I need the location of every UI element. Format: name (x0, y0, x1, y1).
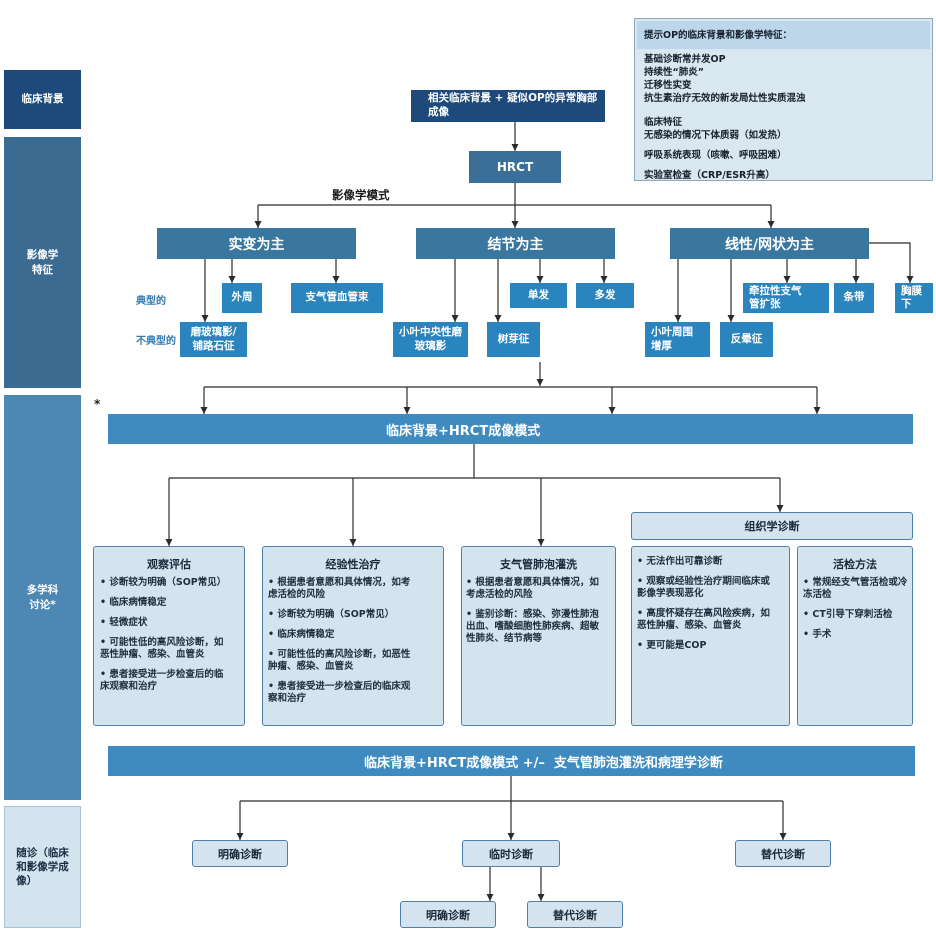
hint-line: 迁移性实变 (644, 80, 692, 91)
list-item: 患者接受进一步检查后的临床观察和治疗 (100, 669, 228, 693)
hint-line: 抗生素治疗无效的新发局灶性实质混浊 (644, 93, 806, 104)
start-node: 相关临床背景 + 疑似OP的异常胸部 成像 (411, 90, 605, 122)
biopsy-methods-title: 活检方法 (833, 558, 877, 571)
histology-criteria-panel: 无法作出可靠诊断 观察或经验性治疗期间临床或影像学表现恶化 高度怀疑存在高风险疾… (631, 546, 790, 726)
list-item: 观察或经验性治疗期间临床或影像学表现恶化 (637, 576, 779, 600)
connector-final-branch (240, 776, 783, 802)
list-item: 临床病情稳定 (100, 597, 228, 609)
hint-clinical-heading: 临床特征 (644, 117, 683, 128)
finding-bands: 条带 (834, 283, 874, 313)
list-item: 更可能是COP (637, 640, 779, 652)
section-label-follow-up: 随诊（临床 和影像学成 像） (4, 806, 81, 928)
list-item: CT引导下穿刺活检 (803, 609, 911, 621)
finding-single: 单发 (510, 283, 567, 308)
list-item: 轻微症状 (100, 617, 228, 629)
biopsy-methods-list: 常规经支气管活检或冷冻活检 CT引导下穿刺活检 手术 (798, 577, 912, 641)
connector-to-subpleural (869, 242, 914, 283)
list-item: 手术 (803, 629, 911, 641)
hint-line: 持续性“肺炎” (644, 67, 704, 78)
list-item: 可能性低的高风险诊断，如恶性肿瘤、感染、血管炎 (100, 637, 228, 661)
finding-tree-in-bud: 树芽征 (487, 322, 540, 357)
hint-clinical-line: 呼吸系统表现（咳嗽、呼吸困难） (644, 150, 787, 161)
list-item: 可能性低的高风险诊断，如恶性肿瘤、感染、血管炎 (268, 649, 417, 673)
imaging-pattern-label: 影像学模式 (332, 188, 390, 202)
empiric-treatment-panel: 经验性治疗 根据患者意愿和具体情况，如考虑活检的风险 诊断较为明确（SOP常见）… (262, 546, 444, 726)
list-item: 临床病情稳定 (268, 629, 417, 641)
hint-box-body: 基础诊断常并发OP 持续性“肺炎” 迁移性实变 抗生素治疗无效的新发局灶性实质混… (635, 49, 932, 182)
connector-bar-branch (169, 444, 780, 479)
outcome-provisional-to-definite: 明确诊断 (400, 901, 496, 928)
outcome-provisional-to-alternative: 替代诊断 (527, 901, 623, 928)
typical-label: 典型的 (136, 296, 166, 307)
finding-subpleural: 胸膜 下 (895, 283, 933, 313)
op-hint-box: 提示OP的临床背景和影像学特征： 基础诊断常并发OP 持续性“肺炎” 迁移性实变… (634, 18, 933, 181)
finding-ggo-crazy-paving: 磨玻璃影/ 铺路石征 (180, 322, 247, 357)
mdd-asterisk: * (94, 397, 101, 411)
bal-list: 根据患者意愿和具体情况，如考虑活检的风险 鉴别诊断：感染、弥漫性肺泡出血、嗜酸细… (462, 577, 615, 645)
hint-box-title: 提示OP的临床背景和影像学特征： (637, 21, 930, 49)
list-item: 诊断较为明确（SOP常见） (100, 577, 228, 589)
section-label-clinical-context: 临床背景 (4, 70, 81, 129)
section-label-imaging-features: 影像学 特征 (4, 137, 81, 388)
empiric-treatment-list: 根据患者意愿和具体情况，如考虑活检的风险 诊断较为明确（SOP常见） 临床病情稳… (263, 577, 443, 705)
finding-peripheral: 外周 (222, 283, 262, 313)
final-diagnosis-bar: 临床背景+HRCT成像模式 +/– 支气管肺泡灌洗和病理学诊断 (108, 746, 915, 776)
finding-centrilobular-ggo: 小叶中央性磨 玻璃影 (393, 322, 468, 357)
hint-clinical-line: 无感染的情况下体质弱（如发热） (644, 130, 787, 141)
biopsy-methods-panel: 活检方法 常规经支气管活检或冷冻活检 CT引导下穿刺活检 手术 (797, 546, 913, 726)
hrct-node: HRCT (469, 151, 561, 183)
bal-title: 支气管肺泡灌洗 (500, 558, 577, 571)
list-item: 根据患者意愿和具体情况，如考虑活检的风险 (268, 577, 417, 601)
outcome-alternative: 替代诊断 (735, 840, 831, 867)
list-item: 常规经支气管活检或冷冻活检 (803, 577, 911, 601)
pattern-linear-reticular: 线性/网状为主 (670, 228, 869, 259)
finding-reversed-halo: 反晕征 (720, 322, 773, 357)
list-item: 根据患者意愿和具体情况，如考虑活检的风险 (466, 577, 605, 601)
list-item: 鉴别诊断：感染、弥漫性肺泡出血、嗜酸细胞性肺疾病、超敏性肺炎、结节病等 (466, 609, 605, 645)
outcome-provisional: 临时诊断 (462, 840, 560, 867)
pattern-nodular: 结节为主 (416, 228, 615, 259)
outcome-definite: 明确诊断 (192, 840, 288, 867)
finding-multiple: 多发 (576, 283, 634, 308)
pattern-consolidation: 实变为主 (157, 228, 356, 259)
list-item: 诊断较为明确（SOP常见） (268, 609, 417, 621)
finding-perilobular-thickening: 小叶周围 增厚 (645, 322, 710, 357)
hint-clinical-line: 实验室检查（CRP/ESR升高） (644, 170, 775, 181)
finding-bronchovascular: 支气管血管束 (291, 283, 383, 313)
list-item: 高度怀疑存在高风险疾病，如恶性肿瘤、感染、血管炎 (637, 608, 779, 632)
section-label-mdd: 多学科 讨论* (4, 395, 81, 800)
hint-line: 基础诊断常并发OP (644, 54, 726, 65)
observation-list: 诊断较为明确（SOP常见） 临床病情稳定 轻微症状 可能性低的高风险诊断，如恶性… (94, 577, 244, 693)
list-item: 无法作出可靠诊断 (637, 556, 779, 568)
finding-traction-bronchiectasis: 牵拉性支气 管扩张 (743, 283, 829, 313)
bal-panel: 支气管肺泡灌洗 根据患者意愿和具体情况，如考虑活检的风险 鉴别诊断：感染、弥漫性… (461, 546, 616, 726)
list-item: 患者接受进一步检查后的临床观察和治疗 (268, 681, 417, 705)
mdd-context-bar: 临床背景+HRCT成像模式 (108, 414, 913, 444)
histology-header: 组织学诊断 (631, 512, 913, 540)
atypical-label: 不典型的 (136, 336, 176, 347)
empiric-treatment-title: 经验性治疗 (325, 558, 381, 571)
observation-title: 观察评估 (147, 558, 191, 571)
observation-panel: 观察评估 诊断较为明确（SOP常见） 临床病情稳定 轻微症状 可能性低的高风险诊… (93, 546, 245, 726)
histology-list: 无法作出可靠诊断 观察或经验性治疗期间临床或影像学表现恶化 高度怀疑存在高风险疾… (632, 547, 789, 652)
